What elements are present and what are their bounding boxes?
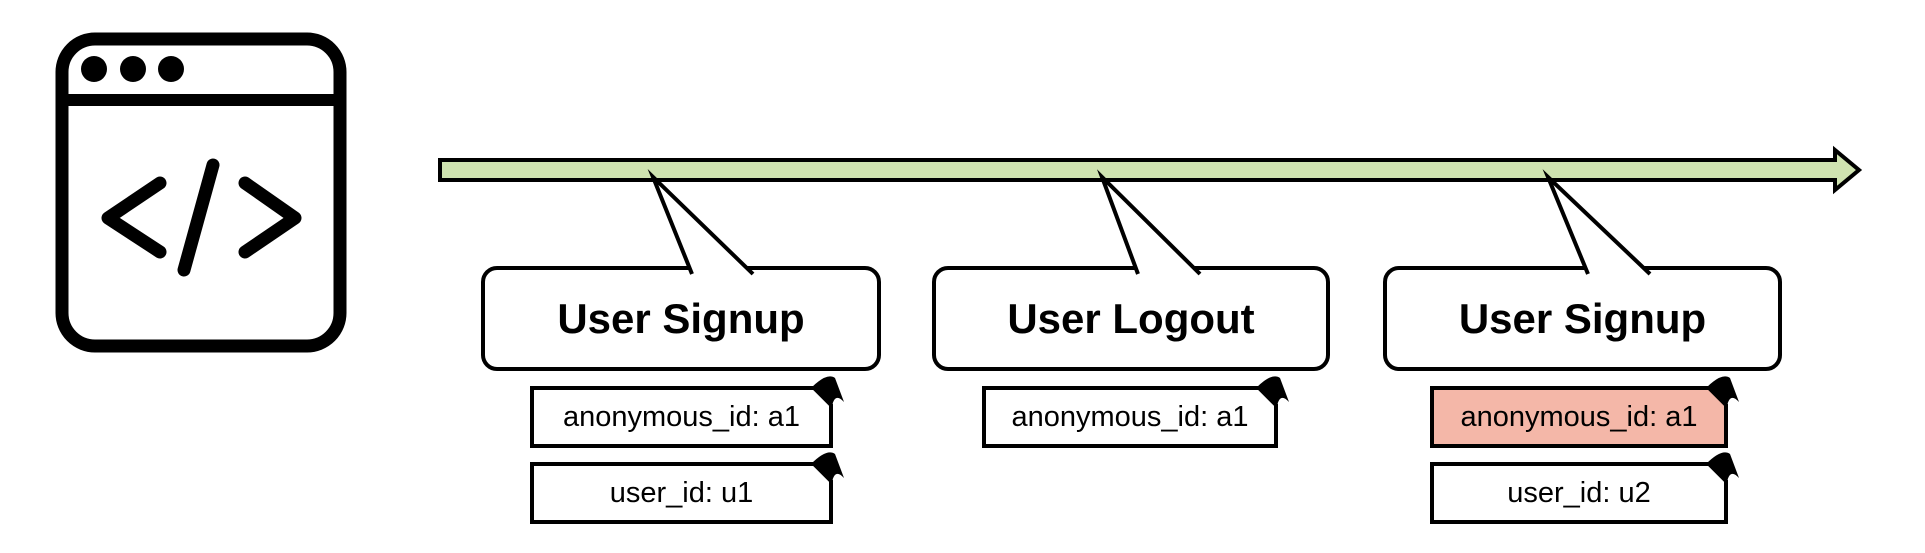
folded-corner-icon [811,376,844,406]
note-shape-icon [1430,452,1739,524]
tag-user-id: user_id: u2 [1430,452,1739,524]
note-shape-icon [982,376,1289,448]
browser-code-icon [55,32,347,353]
tag-user-id: user_id: u1 [530,452,844,524]
browser-dot-icon [81,56,107,82]
tag-label: anonymous_id: a1 [1011,400,1249,433]
note-shape-icon [530,376,844,448]
tag-label: anonymous_id: a1 [563,400,800,433]
tag-label: anonymous_id: a1 [1460,400,1698,433]
tag-label: user_id: u2 [1507,476,1651,509]
event-title: User Logout [1007,294,1255,342]
callout-tail [1542,169,1652,276]
note-shape-icon [1430,376,1739,448]
callout-tail [647,169,755,276]
folded-corner-icon [1706,376,1739,406]
folded-corner-icon [1256,376,1289,406]
browser-dot-icon [120,56,146,82]
browser-window-frame [55,32,347,353]
tag-anonymous-id: anonymous_id: a1 [982,376,1289,448]
event-callout-signup-1: User Signup [481,266,881,371]
tag-anonymous-id-highlighted: anonymous_id: a1 [1430,376,1739,448]
event-title: User Signup [557,294,805,342]
browser-dot-icon [158,56,184,82]
event-callout-logout: User Logout [932,266,1330,371]
callout-tail [1096,169,1202,276]
note-shape-icon [530,452,844,524]
code-glyph-icon [101,158,302,277]
event-callout-signup-2: User Signup [1383,266,1782,371]
event-title: User Signup [1458,294,1707,342]
folded-corner-icon [1706,452,1739,482]
folded-corner-icon [811,452,844,482]
tag-anonymous-id: anonymous_id: a1 [530,376,844,448]
timeline-arrow [438,145,1863,195]
tag-label: user_id: u1 [609,476,754,509]
